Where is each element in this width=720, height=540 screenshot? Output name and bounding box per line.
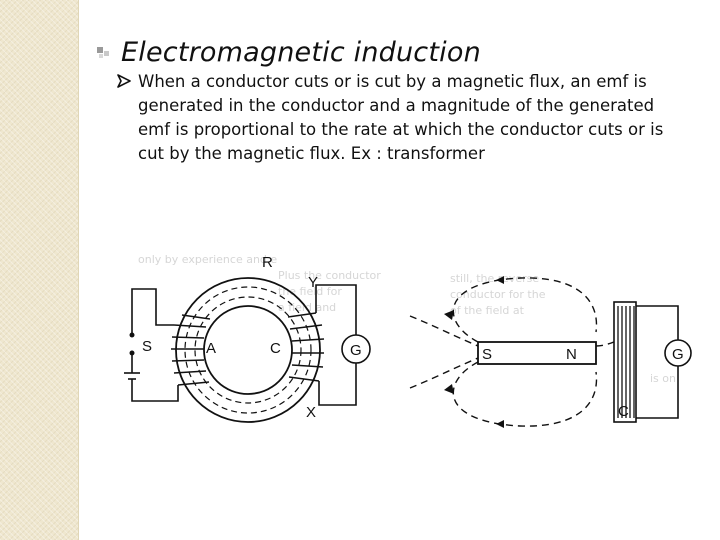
battery-circuit: [124, 288, 179, 402]
slide-title: Electromagnetic induction: [121, 36, 481, 68]
switch-contact-top: [129, 332, 135, 338]
secondary-coil: [287, 312, 325, 382]
flux-path-inner: [194, 296, 302, 404]
label-Y: Y: [308, 274, 318, 291]
svg-text:conductor for the: conductor for the: [450, 288, 546, 301]
label-A: A: [206, 340, 216, 357]
label-X: X: [306, 404, 316, 421]
svg-text:only by experience and e: only by experience and e: [138, 253, 277, 266]
toroid-induction-diagram: only by experience and e Plus the conduc…: [124, 253, 381, 423]
svg-text:still, the reverse: still, the reverse: [450, 272, 539, 285]
faint-background-text: only by experience and e Plus the conduc…: [138, 253, 381, 314]
magnet-label-S: S: [482, 346, 492, 363]
flux-path-outer: [184, 286, 312, 414]
field-arrow-icons: [444, 276, 504, 428]
coil-galvanometer-circuit: [636, 305, 679, 419]
magnet-coil-diagram: still, the reverse conductor for the of …: [409, 272, 692, 428]
arrow-bullet-icon: [117, 74, 131, 88]
galvanometer: [664, 339, 692, 367]
toroid-outer-ring: [175, 277, 321, 423]
decorative-side-strip: [0, 0, 79, 540]
coil-windings: [617, 306, 635, 418]
magnet-label-N: N: [566, 346, 577, 363]
label-R: R: [262, 254, 273, 271]
title-row: Electromagnetic induction: [95, 34, 481, 70]
coil-label-C: C: [618, 403, 629, 420]
galvanometer-circuit: [315, 284, 357, 406]
faint-background-text: still, the reverse conductor for the of …: [450, 272, 676, 385]
label-S: S: [142, 338, 152, 355]
primary-coil: [171, 314, 211, 386]
bullet-icon: [97, 47, 109, 58]
label-G: G: [350, 342, 362, 359]
switch-contact-bottom: [129, 350, 135, 356]
svg-text:is on: is on: [650, 372, 676, 385]
bar-magnet: [477, 341, 597, 365]
svg-text:Plus the conductor: Plus the conductor: [278, 269, 381, 282]
label-C: C: [270, 340, 281, 357]
bullet-row: When a conductor cuts or is cut by a mag…: [116, 70, 676, 166]
coil-label-G: G: [672, 346, 684, 363]
svg-text:of the field at: of the field at: [450, 304, 525, 317]
galvanometer: [341, 334, 371, 364]
bullet-text: When a conductor cuts or is cut by a mag…: [138, 72, 664, 163]
toroid-inner-ring: [203, 305, 293, 395]
